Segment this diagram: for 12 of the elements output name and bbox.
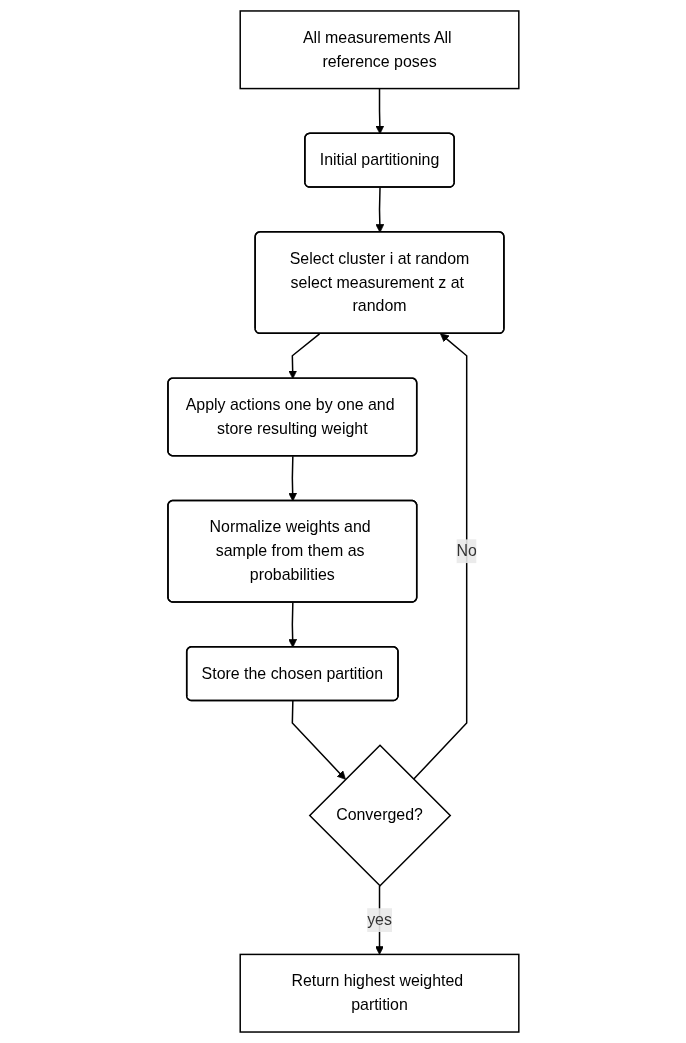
- arrow: [375, 87, 384, 135]
- edge-label: No: [456, 542, 477, 560]
- arrow: [291, 700, 346, 780]
- arrow: [375, 186, 384, 233]
- node-box: All measurements All reference poses: [239, 10, 520, 90]
- node-diamond: Converged?: [308, 744, 451, 887]
- edge-label: yes: [366, 911, 392, 929]
- node-box: Return highest weighted partition: [239, 953, 520, 1033]
- arrow: [287, 601, 297, 648]
- arrow: [412, 333, 468, 781]
- arrow: [287, 455, 297, 502]
- arrow: [287, 333, 320, 379]
